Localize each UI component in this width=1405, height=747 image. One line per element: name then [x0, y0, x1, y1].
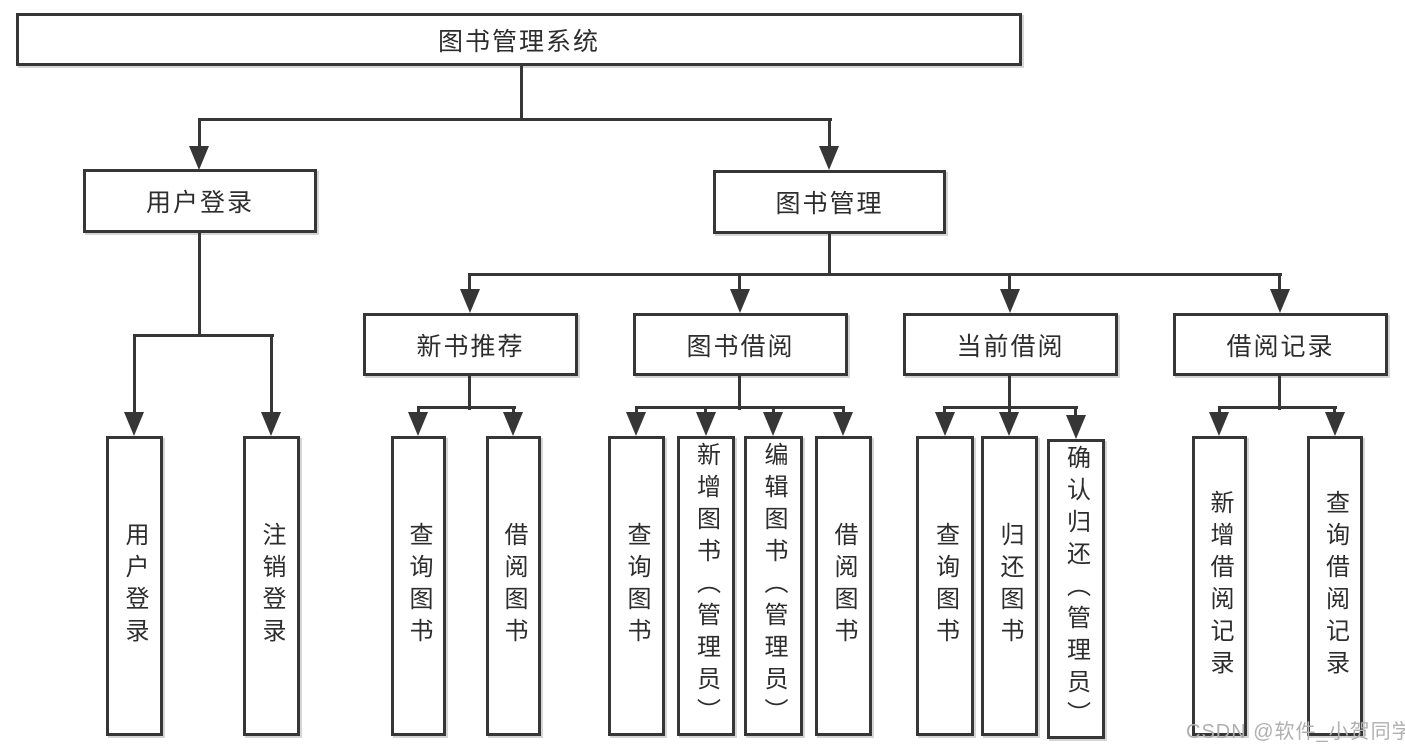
connector-arm	[512, 406, 515, 416]
connector-userlogin-stem	[198, 233, 201, 337]
arrow-down-icon	[1066, 415, 1086, 439]
connector-recommend-stem	[468, 375, 471, 410]
leaf-return-book: 归还图书	[981, 436, 1038, 736]
leaf-query-books-recommend: 查询图书	[391, 436, 446, 736]
connector-arm	[198, 118, 201, 148]
leaf-query-borrow-record: 查询借阅记录	[1307, 436, 1363, 736]
arrow-down-icon	[935, 412, 955, 436]
connector-arm	[1218, 406, 1221, 416]
leaf-add-borrow-record: 新增借阅记录	[1192, 436, 1247, 736]
connector-borrow-stem	[738, 376, 741, 410]
node-root-system: 图书管理系统	[16, 13, 1022, 66]
arrow-down-icon	[1325, 412, 1345, 436]
connector-arm	[943, 406, 946, 416]
connector-arm	[1278, 273, 1281, 293]
arrow-down-icon	[999, 412, 1019, 436]
arrow-down-icon	[261, 412, 281, 436]
connector-arm	[1008, 406, 1011, 416]
connector-arm	[772, 406, 775, 416]
connector-level2-bar	[468, 273, 1282, 276]
arrow-down-icon	[1000, 289, 1020, 313]
node-book-management: 图书管理	[713, 170, 946, 234]
arrow-down-icon	[763, 412, 783, 436]
node-current-borrow: 当前借阅	[903, 313, 1118, 376]
arrow-down-icon	[730, 289, 750, 313]
arrow-down-icon	[819, 146, 839, 170]
arrow-down-icon	[460, 289, 480, 313]
connector-arm	[270, 334, 273, 414]
connector-records-stem	[1278, 375, 1281, 410]
node-borrow-records: 借阅记录	[1173, 313, 1388, 376]
connector-arm	[1333, 406, 1336, 416]
connector-arm	[828, 118, 831, 148]
node-user-login: 用户登录	[83, 169, 317, 233]
arrow-down-icon	[696, 412, 716, 436]
leaf-query-books-current: 查询图书	[916, 436, 974, 736]
arrow-down-icon	[1209, 412, 1229, 436]
connector-root-stem	[520, 64, 523, 120]
leaf-user-login: 用户登录	[106, 436, 163, 736]
leaf-borrow-books-borrow: 借阅图书	[815, 436, 872, 736]
node-new-book-recommend: 新书推荐	[363, 313, 578, 376]
arrow-down-icon	[189, 146, 209, 170]
connector-userlogin-bar	[133, 334, 274, 337]
connector-arm	[417, 406, 420, 416]
leaf-edit-book-admin: 编辑图书（管理员）	[744, 436, 803, 736]
arrow-down-icon	[626, 412, 646, 436]
arrow-down-icon	[408, 412, 428, 436]
arrow-down-icon	[1270, 289, 1290, 313]
connector-arm	[704, 406, 707, 416]
leaf-query-books-borrow: 查询图书	[608, 436, 665, 736]
arrow-down-icon	[833, 412, 853, 436]
connector-arm	[1008, 273, 1011, 293]
connector-bookmgmt-stem	[828, 234, 831, 276]
connector-arm	[635, 406, 638, 416]
node-book-borrow: 图书借阅	[633, 313, 848, 376]
connector-level1-bar	[198, 118, 832, 121]
leaf-add-book-admin: 新增图书（管理员）	[677, 436, 735, 736]
connector-arm	[842, 406, 845, 416]
leaf-logout: 注销登录	[243, 436, 300, 736]
connector-current-stem	[1008, 375, 1011, 410]
connector-arm	[133, 334, 136, 414]
connector-arm	[1074, 406, 1077, 418]
connector-borrow-bar	[635, 406, 845, 409]
leaf-borrow-books-recommend: 借阅图书	[486, 436, 541, 736]
leaf-confirm-return-admin: 确认归还（管理员）	[1047, 439, 1105, 739]
arrow-down-icon	[503, 412, 523, 436]
connector-recommend-bar	[417, 406, 516, 409]
arrow-down-icon	[124, 412, 144, 436]
connector-records-bar	[1218, 406, 1337, 409]
connector-arm	[468, 273, 471, 293]
csdn-watermark: CSDN @软件_小贺同学	[1186, 721, 1405, 743]
connector-arm	[738, 273, 741, 293]
